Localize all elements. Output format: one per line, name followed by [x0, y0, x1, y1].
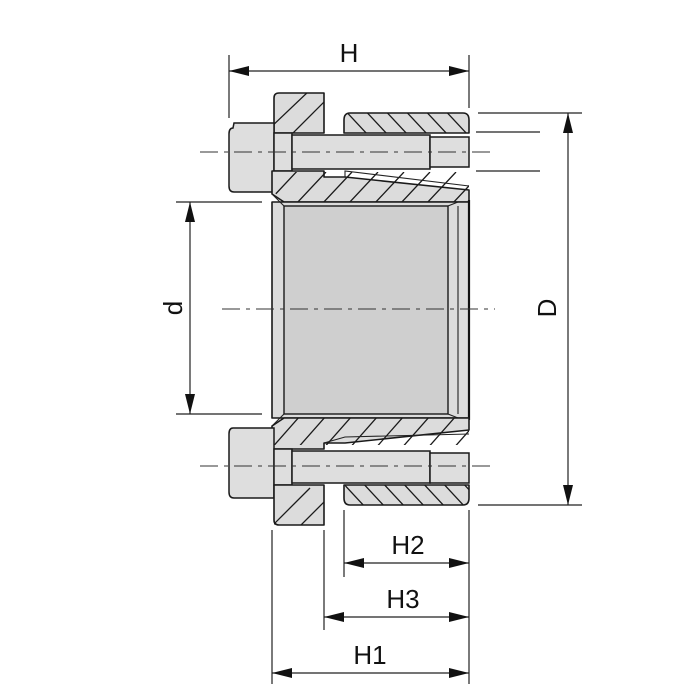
upper-outer-ring: [343, 112, 470, 134]
lower-flange: [273, 484, 325, 526]
upper-flange: [273, 92, 325, 134]
lower-inner-ring: [271, 417, 470, 450]
upper-inner-ring: [271, 170, 470, 203]
center-lines: [200, 151, 495, 467]
dimension-label-d: d: [158, 301, 188, 315]
dimension-label-H3: H3: [386, 584, 419, 614]
dimension-label-H: H: [340, 38, 359, 68]
dimension-H2: H2: [344, 530, 469, 568]
dimension-label-H1: H1: [353, 640, 386, 670]
dimension-d: d: [158, 201, 262, 415]
bottom-extension-lines: [271, 510, 470, 684]
dimension-label-D: D: [532, 299, 562, 318]
bore-sleeve: [271, 193, 471, 427]
dimension-H1: H1: [272, 640, 469, 678]
dimension-D: D: [476, 112, 582, 506]
dimension-label-H2: H2: [391, 530, 424, 560]
lower-outer-ring: [343, 484, 470, 506]
dimension-H: H: [228, 38, 470, 118]
dimension-H3: H3: [324, 584, 469, 622]
lower-screw: [228, 427, 470, 499]
